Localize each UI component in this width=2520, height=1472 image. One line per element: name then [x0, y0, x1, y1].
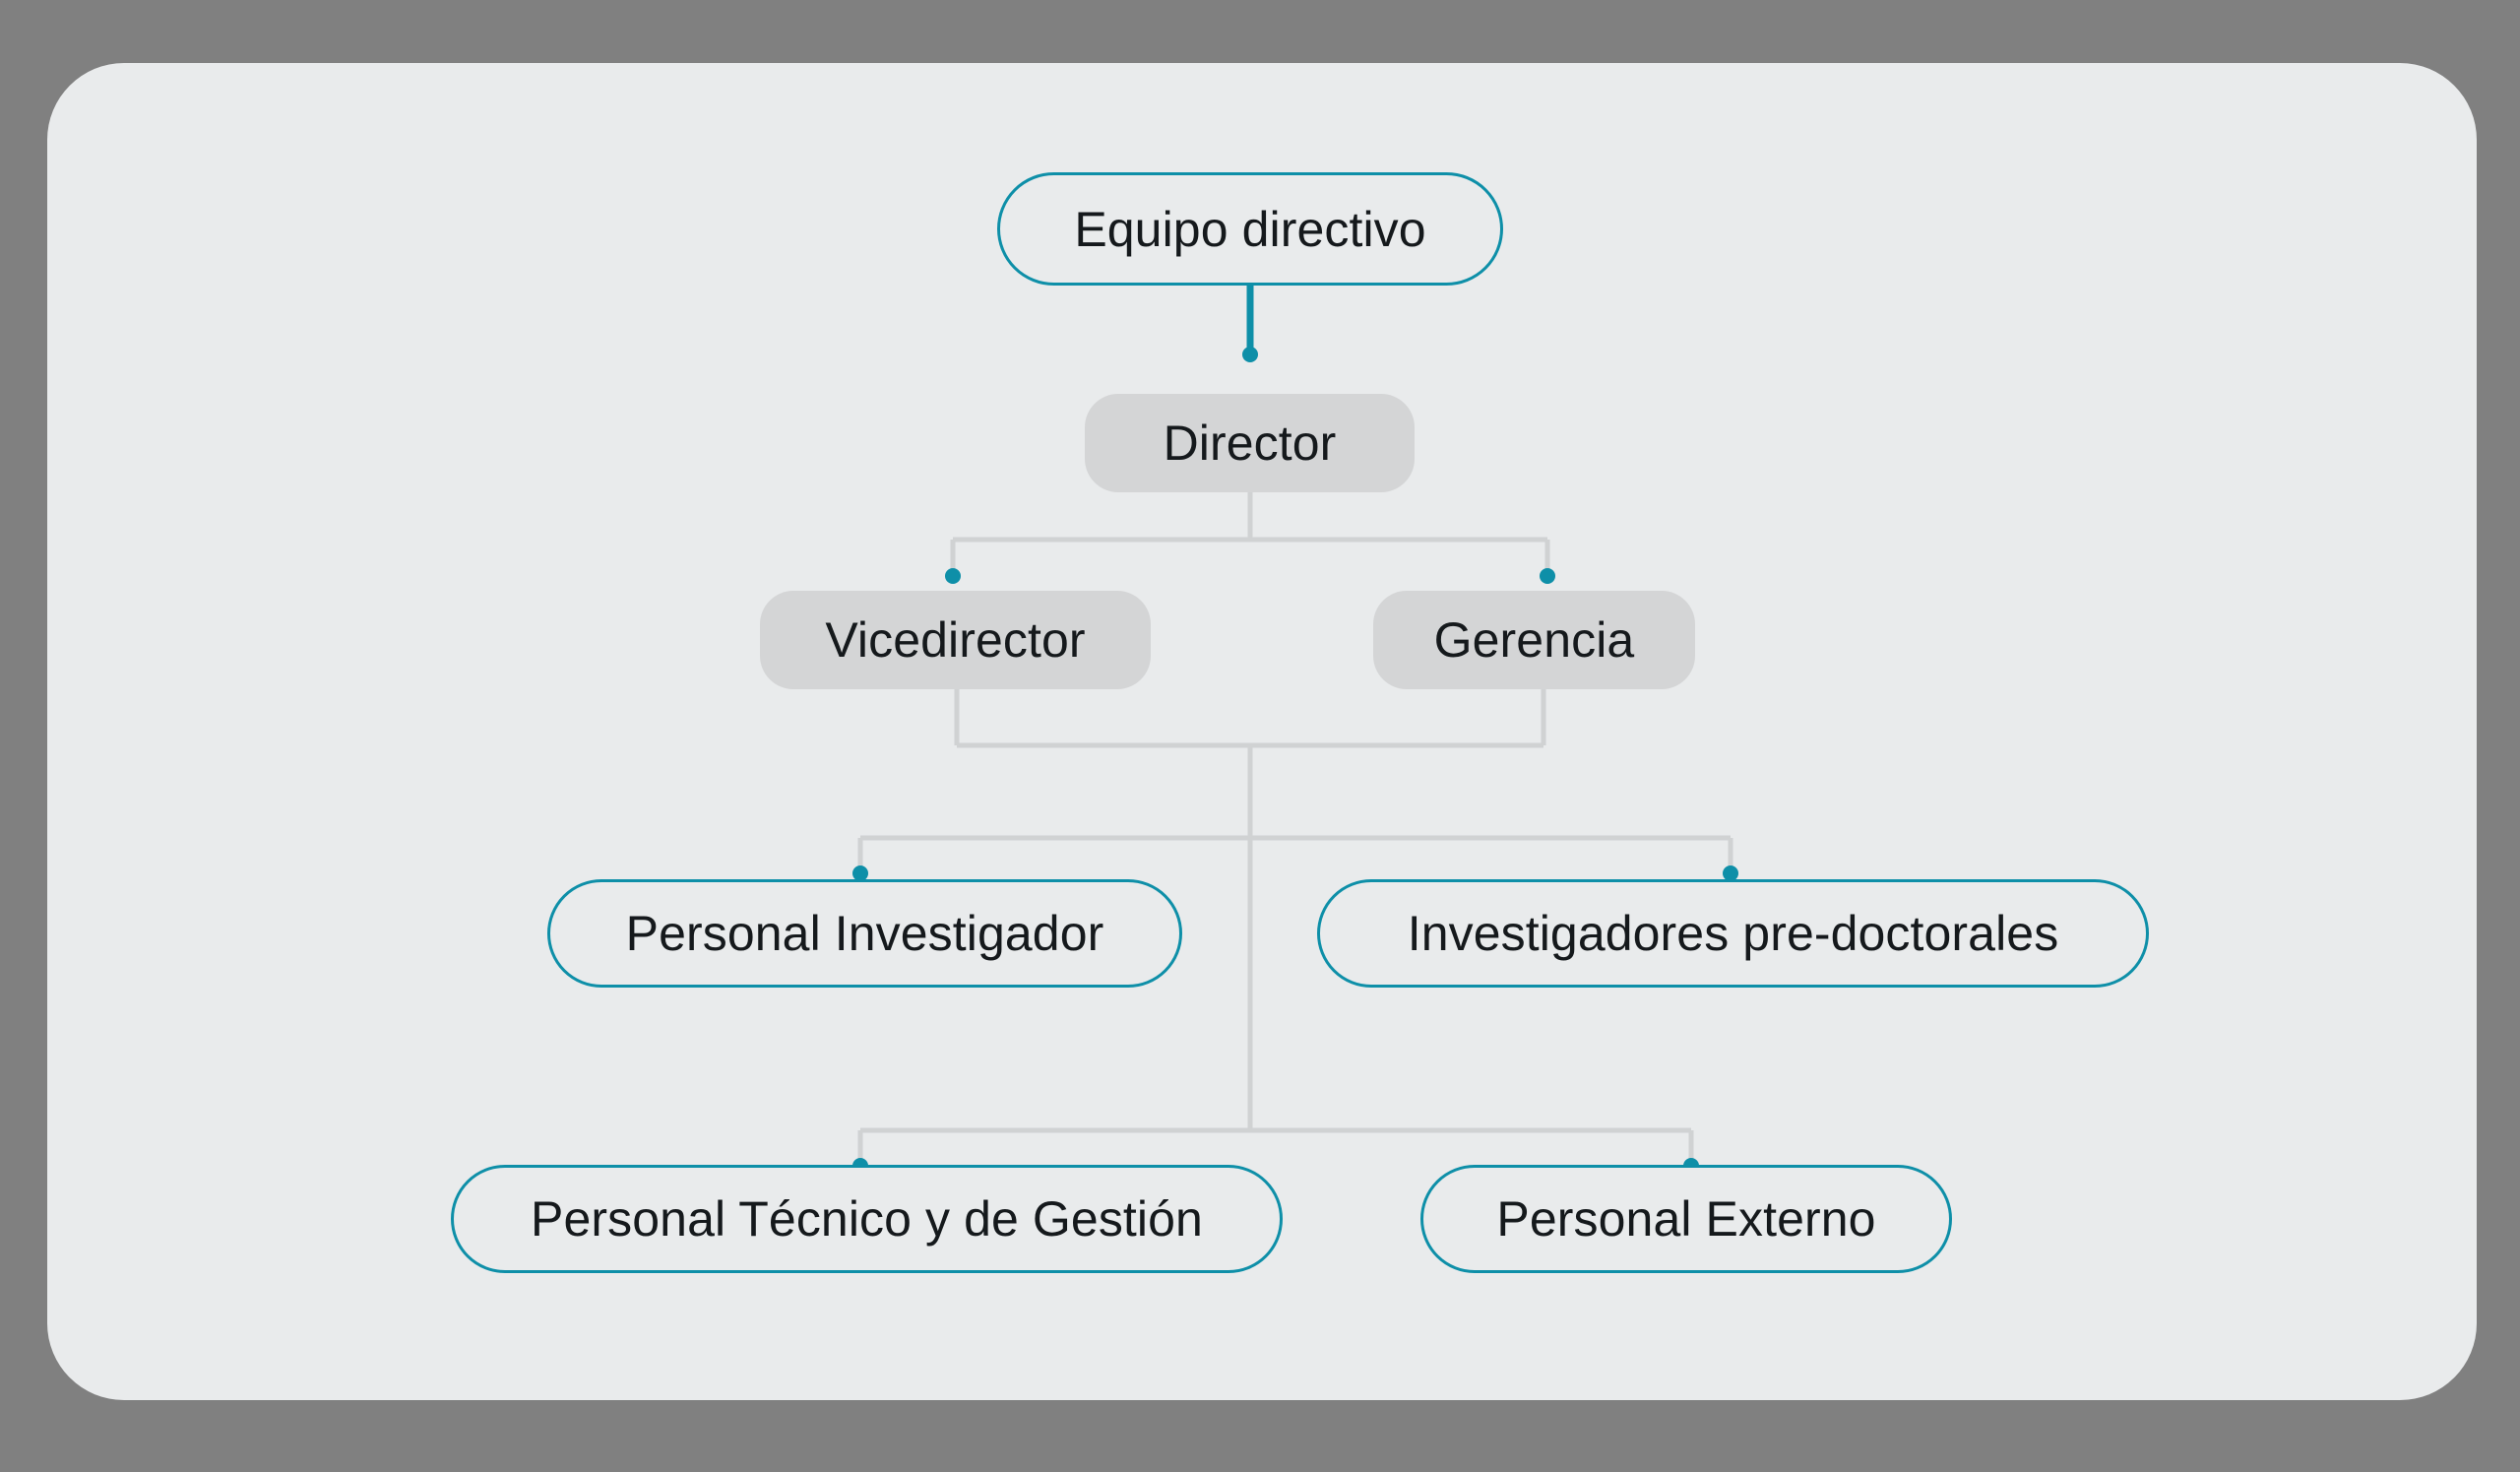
node-personal-investigador[interactable]: Personal Investigador — [547, 879, 1182, 988]
node-director[interactable]: Director — [1085, 394, 1415, 492]
node-personal-tecnico-gestion[interactable]: Personal Técnico y de Gestión — [451, 1165, 1283, 1273]
node-label: Investigadores pre-doctorales — [1407, 906, 2059, 961]
node-label: Personal Investigador — [625, 906, 1104, 961]
node-equipo-directivo[interactable]: Equipo directivo — [997, 172, 1503, 286]
node-label: Director — [1163, 416, 1337, 471]
node-vicedirector[interactable]: Vicedirector — [760, 591, 1151, 689]
node-personal-externo[interactable]: Personal Externo — [1420, 1165, 1952, 1273]
node-label: Equipo directivo — [1074, 201, 1426, 257]
node-label: Personal Técnico y de Gestión — [531, 1191, 1203, 1247]
node-investigadores-pre-doctorales[interactable]: Investigadores pre-doctorales — [1317, 879, 2149, 988]
node-gerencia[interactable]: Gerencia — [1373, 591, 1695, 689]
node-label: Personal Externo — [1496, 1191, 1876, 1247]
node-label: Vicedirector — [825, 612, 1086, 668]
node-label: Gerencia — [1433, 612, 1635, 668]
